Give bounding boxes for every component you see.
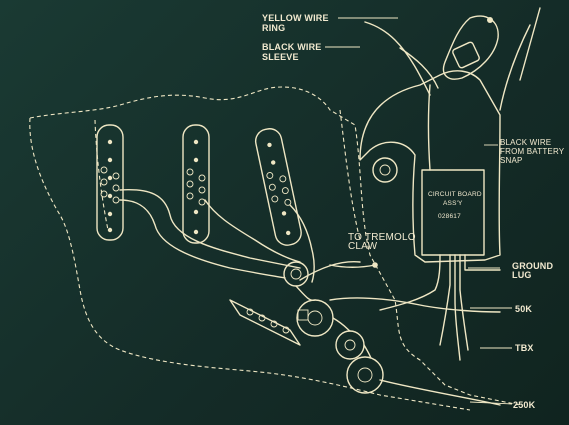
- label-black-wire-battery: BLACK WIRE FROM BATTERY SNAP: [500, 138, 565, 165]
- neck-pickup: [96, 124, 124, 241]
- label-to-tremolo-claw: TO TREMOLO CLAW: [348, 232, 416, 252]
- pot-wire-2: [332, 317, 351, 332]
- pickguard-lower-outline: [29, 117, 471, 411]
- pot-wire-1: [295, 285, 316, 302]
- circuit-board-housing: [359, 70, 501, 263]
- pot-50k: [296, 299, 334, 337]
- board-wires: [379, 254, 501, 361]
- pickup-wire-2: [204, 199, 301, 263]
- circuit-board-cavity: [427, 84, 431, 171]
- pot-wire-5: [379, 379, 501, 406]
- pickup-wire-1: [119, 188, 301, 269]
- battery-mount-hole-inner: [379, 164, 391, 176]
- label-250k: 250K: [513, 400, 536, 410]
- selector-switch: [229, 299, 301, 346]
- label-circuit-board-assy: ASS'Y: [443, 200, 463, 207]
- battery-wire: [499, 7, 541, 111]
- pickguard-outline: [29, 86, 521, 406]
- middle-pickup: [182, 124, 210, 244]
- label-black-wire: BLACK WIRE: [262, 42, 322, 52]
- pot-wire-6: [299, 260, 361, 281]
- pot-wire-3: [363, 344, 372, 359]
- tremolo-claw-wire: [329, 264, 376, 268]
- bridge-pickup: [254, 128, 302, 246]
- tremolo-claw-lug: [372, 262, 378, 268]
- battery-mount-hole: [372, 157, 398, 183]
- label-tbx: TBX: [515, 343, 534, 353]
- label-50k: 50K: [515, 304, 533, 314]
- pot-250k: [346, 356, 384, 394]
- label-yellow-wire: YELLOW WIRE: [262, 13, 329, 23]
- label-sleeve: SLEEVE: [262, 52, 299, 62]
- label-ring: RING: [262, 23, 286, 33]
- yellow-wire-ring: [364, 21, 431, 96]
- pot-wire-4: [329, 297, 501, 313]
- black-wire-sleeve: [399, 47, 439, 89]
- output-jack: [442, 15, 499, 80]
- pickup-wire-4: [119, 199, 286, 279]
- label-circuit-board: CIRCUIT BOARD: [428, 191, 482, 198]
- body-cavity-outline: [94, 109, 361, 241]
- pot-tbx: [335, 330, 365, 360]
- circuit-board: [421, 169, 485, 256]
- pot-volume: [283, 261, 309, 287]
- label-ground-lug: GROUND LUG: [512, 261, 554, 280]
- leader-250k: [469, 401, 513, 405]
- label-circuit-board-part: 028617: [438, 213, 461, 220]
